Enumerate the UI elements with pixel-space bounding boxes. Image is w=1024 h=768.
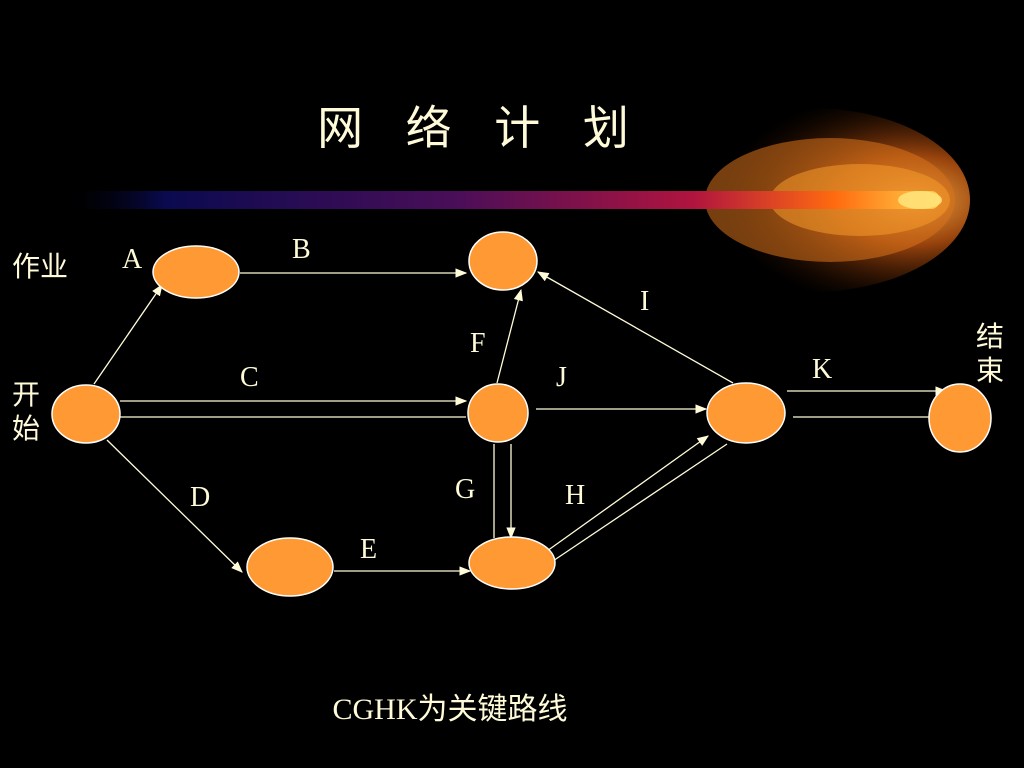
activity-label-e: E (360, 534, 378, 565)
side-label-activity: 作业 (12, 250, 69, 283)
side-label-end: 结束 (976, 320, 1005, 387)
node-n1 (152, 245, 240, 299)
node-n2 (468, 231, 538, 291)
edge-i (536, 271, 734, 384)
node-n4 (246, 537, 334, 597)
node-end (928, 383, 992, 453)
node-n6 (706, 382, 786, 444)
node-n5 (468, 536, 556, 590)
activity-label-h: H (565, 480, 586, 511)
activity-label-b: B (292, 234, 311, 265)
edge-a (93, 284, 163, 385)
slide-title: 网 络 计 划 (317, 101, 643, 155)
edge-h-line1 (546, 435, 709, 552)
activity-label-d: D (190, 482, 211, 513)
node-n3 (467, 383, 529, 443)
activity-label-i: I (640, 286, 650, 317)
activity-label-j: J (556, 362, 567, 393)
activity-label-k: K (812, 354, 833, 385)
activity-label-g: G (455, 474, 476, 505)
activity-label-f: F (470, 328, 486, 359)
edge-d (106, 439, 243, 573)
critical-path-caption: CGHK为关键路线 (332, 693, 568, 726)
activity-label-c: C (240, 362, 259, 393)
side-label-start: 开始 (12, 378, 41, 445)
edge-h-line2 (546, 443, 728, 566)
edge-f (496, 288, 523, 384)
activity-label-a: A (122, 244, 143, 275)
node-start (51, 384, 121, 444)
